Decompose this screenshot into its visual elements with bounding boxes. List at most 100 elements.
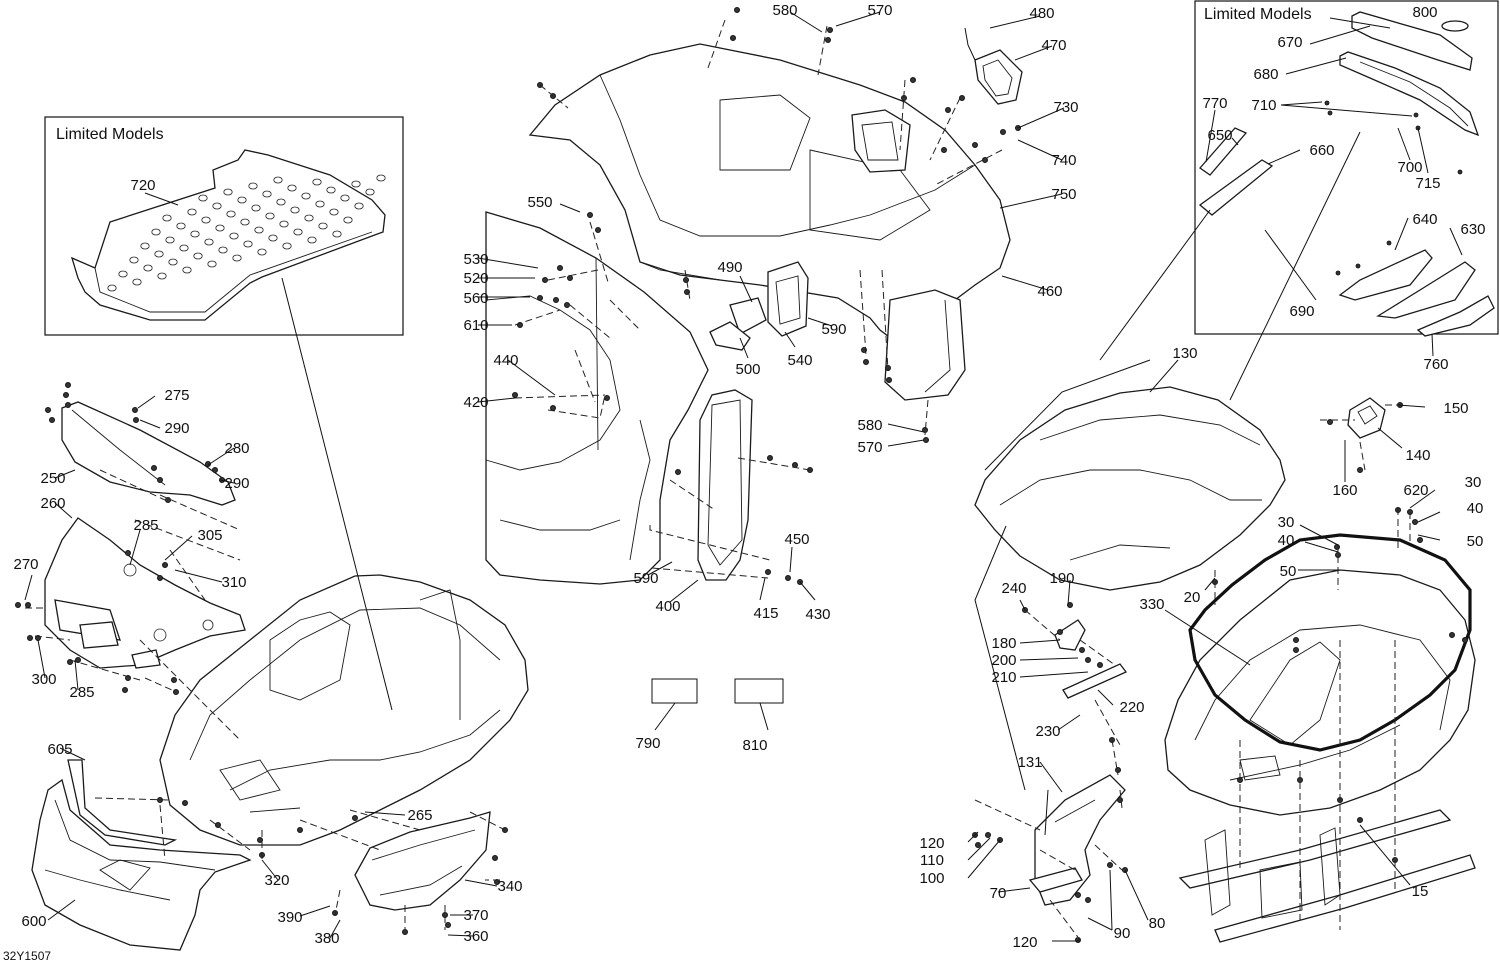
fastener [941,146,948,153]
fastener [959,95,966,102]
fastener [1085,657,1092,664]
callout-label: 590 [633,570,658,587]
fastener [975,842,982,849]
fastener [886,376,893,383]
fastener [553,296,560,303]
rack-hole [140,242,150,250]
fastener [595,226,602,233]
part-latch [964,27,1023,105]
fastener [65,401,72,408]
rack-hole [365,188,375,196]
rack-hole [240,218,250,226]
fastener [765,569,772,576]
rack-hole [201,216,211,224]
rack-hole [232,254,242,262]
part-emblem [1441,20,1469,32]
fastener [170,677,177,684]
part-side-panel [697,389,753,581]
callout-label: 15 [1412,883,1429,900]
callout-label: 650 [1207,127,1232,144]
fastener [49,416,56,423]
callout-label: 360 [463,928,488,945]
fastener [1293,647,1300,654]
rack-hole [229,232,239,240]
rack-hole [340,194,350,202]
callout-label: 470 [1041,37,1066,54]
rack-hole [118,270,128,278]
callout-label: 275 [164,387,189,404]
rack-hole [151,228,161,236]
callout-label: 570 [867,2,892,19]
part-rear-fascia [528,43,1011,401]
callout-label: 620 [1403,482,1428,499]
part-strip-a [1199,127,1248,176]
callout-label: 400 [655,598,680,615]
callout-label: 580 [772,2,797,19]
part-hinge-assembly [709,261,809,351]
part-gas-strut [1062,663,1128,699]
fastener [1117,797,1124,804]
callout-label: 310 [221,574,246,591]
fastener [1075,892,1082,899]
rack-hole [204,238,214,246]
part-front-tub [159,574,529,846]
callout-label: 560 [463,290,488,307]
callout-label: 290 [224,475,249,492]
part-badge-b [1376,261,1476,319]
fastener [587,211,594,218]
fastener [730,35,737,42]
callout-label: 540 [787,352,812,369]
callout-label: 140 [1405,447,1430,464]
callout-label: 150 [1443,400,1468,417]
callout-label: 600 [21,913,46,930]
callout-label: 740 [1051,152,1076,169]
callout-label: 670 [1277,34,1302,51]
rack-hole [165,236,175,244]
fastener [125,550,132,557]
rack-hole [354,202,364,210]
part-front-inner-panel [44,517,246,669]
rack-hole [190,230,200,238]
fastener [1412,519,1419,526]
part-decal-790 [651,678,698,704]
fastener [491,855,498,862]
callout-label: 285 [69,684,94,701]
fastener [825,37,832,44]
callout-label: 80 [1149,915,1166,932]
fastener [567,274,574,281]
rack-hole [315,200,325,208]
fastener [172,689,179,696]
callout-label: 320 [264,872,289,889]
callout-label: 120 [919,835,944,852]
rack-hole [254,226,264,234]
fastener [1449,632,1456,639]
fastener [1417,537,1424,544]
rack-hole [193,252,203,260]
rack-hole [301,192,311,200]
rack-hole [132,278,142,286]
leader-lines [24,11,1463,942]
rack-hole [282,242,292,250]
fastener [122,687,129,694]
rack-hole [343,216,353,224]
rack-hole [257,248,267,256]
inset-box-right: Limited Models [1194,0,1499,337]
fastener [1357,817,1364,824]
callout-label: 730 [1053,99,1078,116]
callout-label: 480 [1029,5,1054,22]
fastener [1293,637,1300,644]
rack-hole [218,246,228,254]
callout-label: 290 [164,420,189,437]
callout-label: 50 [1280,563,1297,580]
fastener [683,276,690,283]
fastener [204,460,211,467]
fastener [863,358,870,365]
rack-hole [262,190,272,198]
inset-box-title: Limited Models [56,126,164,143]
fastener [922,426,929,433]
part-support-frame [1178,809,1476,943]
callout-label: 720 [130,177,155,194]
callout-label: 265 [407,807,432,824]
